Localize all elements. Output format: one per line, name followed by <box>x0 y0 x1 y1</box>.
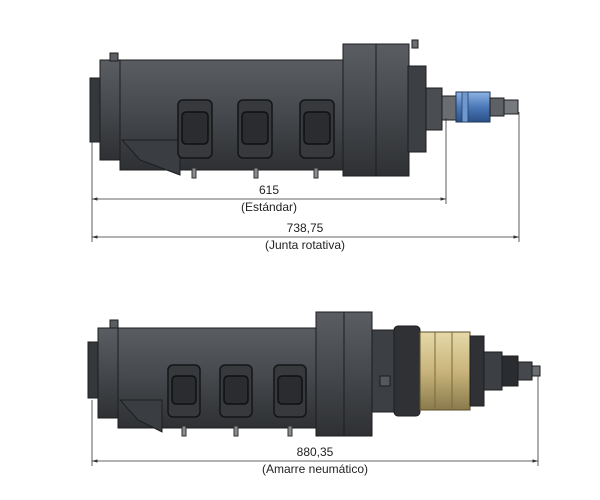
top-studs <box>191 167 319 179</box>
top-rear-plate <box>99 59 123 161</box>
bottom-spindle-assembly <box>87 311 541 437</box>
dimension-caption-rotary-joint: (Junta rotativa) <box>265 238 345 252</box>
bottom-studs <box>181 425 293 437</box>
top-spindle-assembly <box>89 39 519 179</box>
top-port-windows <box>177 99 335 159</box>
dimension-caption-standard: (Estándar) <box>241 200 297 214</box>
dimension-value-standard: 615 <box>259 183 279 197</box>
top-nose <box>407 65 427 153</box>
bottom-port-windows <box>167 364 307 418</box>
pneumatic-clamp-gold <box>419 331 471 411</box>
dimension-caption-pneumatic: (Amarre neumático) <box>262 462 368 476</box>
rotary-joint-blue <box>455 91 491 123</box>
dimension-lines <box>91 112 539 466</box>
dimension-value-rotary-joint: 738,75 <box>287 221 324 235</box>
bottom-housing-base <box>118 399 163 433</box>
bottom-rear-plate <box>97 327 121 419</box>
top-pin <box>109 52 119 62</box>
dimension-value-pneumatic: 880,35 <box>297 445 334 459</box>
top-housing-base <box>120 139 181 176</box>
dimension-labels: 615 (Estándar) 738,75 (Junta rotativa) 8… <box>241 183 368 476</box>
